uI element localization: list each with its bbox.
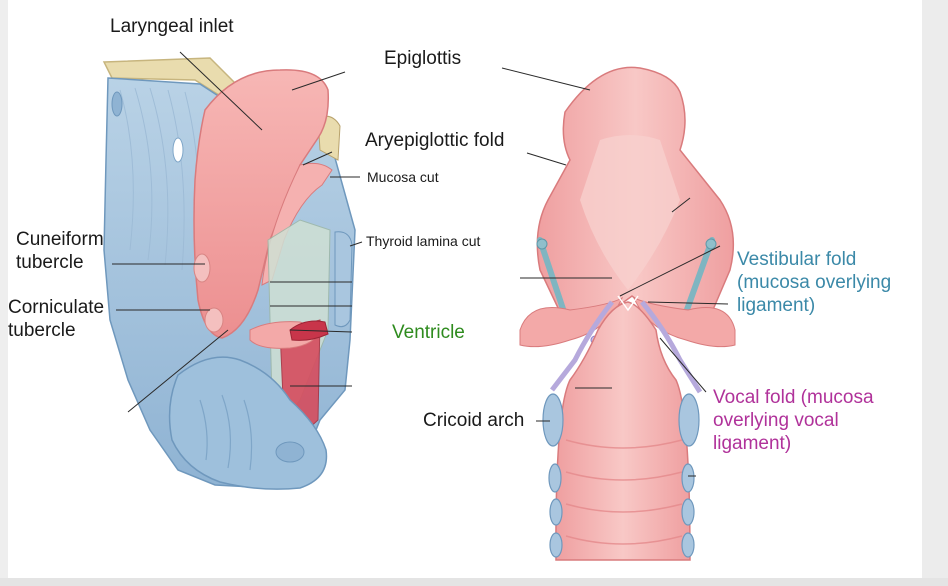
right-larynx-view [501, 66, 736, 561]
label-corniculate-tubercle: Corniculate tubercle [8, 297, 104, 343]
label-epiglottis: Epiglottis [384, 48, 462, 69]
label-ventricle: Ventricle [392, 322, 465, 343]
left-larynx-view [102, 51, 363, 490]
label-vocal-fold: Vocal fold (mucosa overlying vocal ligam… [713, 387, 874, 455]
label-cuneiform-tubercle: Cuneiform tubercle [16, 229, 104, 275]
label-thyroid-lamina-cut: Thyroid lamina cut [366, 233, 481, 249]
label-mucosa-cut: Mucosa cut [367, 169, 439, 185]
label-vestibular-line2: (mucosa overlying [737, 271, 892, 293]
label-corniculate-line1: Corniculate [8, 297, 105, 318]
label-vocal-line2: overlying vocal [713, 409, 839, 431]
label-vestibular-line1: Vestibular fold [737, 249, 857, 270]
side-gutter [922, 0, 948, 586]
label-cuneiform-line2: tubercle [16, 251, 84, 273]
label-corniculate-line2: tubercle [8, 319, 76, 341]
label-cuneiform-line1: Cuneiform [16, 229, 104, 250]
label-vestibular-fold: Vestibular fold (mucosa overlying ligame… [737, 249, 891, 317]
label-laryngeal-inlet: Laryngeal inlet [110, 16, 234, 37]
label-aryepiglottic-fold: Aryepiglottic fold [365, 130, 505, 151]
label-vocal-line3: ligament) [713, 432, 792, 454]
bottom-bar [0, 578, 948, 586]
label-cricoid-arch: Cricoid arch [423, 410, 525, 431]
label-vocal-line1: Vocal fold (mucosa [713, 387, 874, 408]
label-vestibular-line3: ligament) [737, 294, 816, 316]
